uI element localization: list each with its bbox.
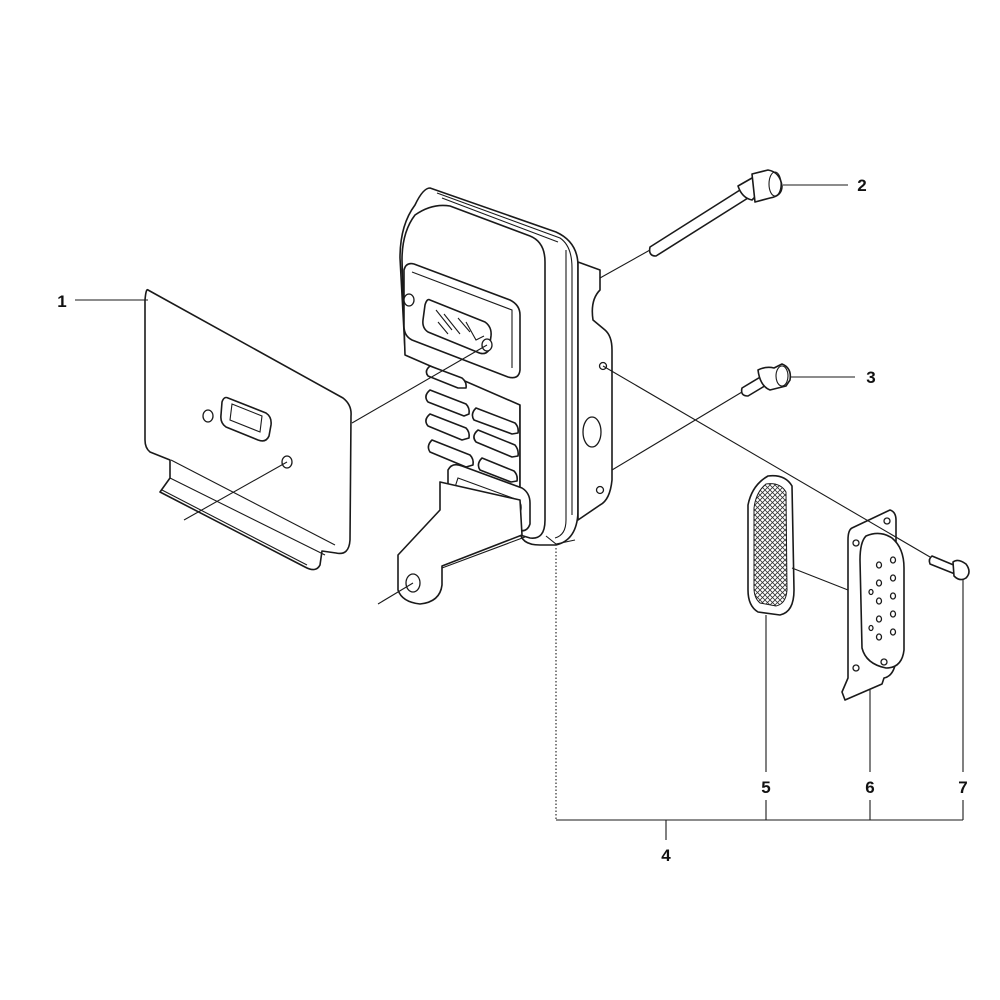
long-bolt	[648, 169, 783, 257]
spark-arrestor-screen	[747, 474, 795, 616]
callout-2: 2	[857, 176, 866, 195]
deflector-plate	[841, 509, 905, 701]
callout-4: 4	[661, 846, 671, 865]
callout-5: 5	[761, 778, 770, 797]
short-bolt	[740, 363, 792, 397]
muffler-body	[397, 187, 613, 605]
deflector-holes	[868, 556, 897, 641]
screw	[928, 555, 970, 581]
callout-1: 1	[57, 292, 66, 311]
callout-3: 3	[866, 368, 875, 387]
callout-7: 7	[958, 778, 967, 797]
leader-lines	[75, 184, 964, 840]
callout-6: 6	[865, 778, 874, 797]
gasket-plate	[144, 288, 352, 571]
